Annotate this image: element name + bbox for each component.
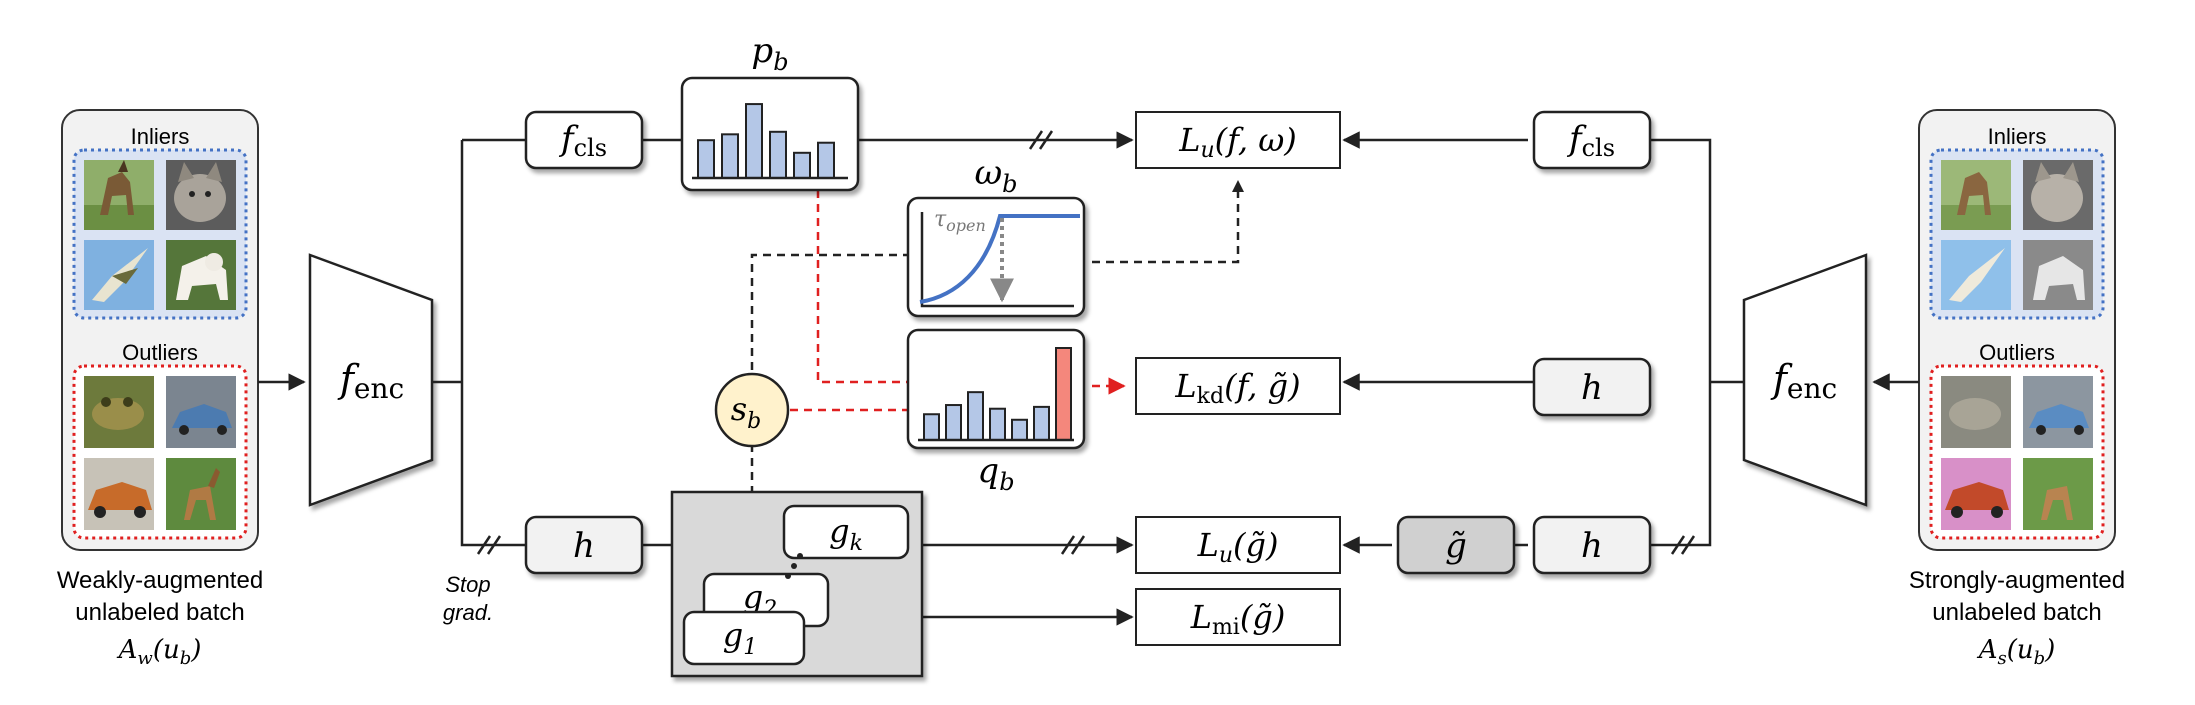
- right-h-box-bottom: h: [1532, 515, 1652, 575]
- right-inliers-label: Inliers: [1988, 124, 2047, 149]
- left-input-panel: Inliers Outliers: [57, 109, 263, 669]
- svg-text:h: h: [1581, 368, 1603, 408]
- loss-lu-g: Lu(g̃): [1135, 516, 1341, 574]
- right-outlier-frog-image: [1941, 376, 2011, 448]
- qb-label: qb: [977, 451, 1014, 496]
- svg-text:Lmi(g̃): Lmi(g̃): [1190, 598, 1286, 640]
- right-outliers-label: Outliers: [1979, 340, 2055, 365]
- svg-text:Lu(f, ω): Lu(f, ω): [1178, 121, 1297, 163]
- right-inlier-cat-image: [2023, 160, 2093, 230]
- left-inlier-bird-image: [84, 240, 154, 310]
- svg-text:Lkd(f, g̃): Lkd(f, g̃): [1174, 367, 1300, 409]
- qb-bar-6: [1033, 405, 1050, 442]
- left-outlier-car-image: [166, 376, 236, 448]
- svg-text:Lu(g̃): Lu(g̃): [1197, 526, 1279, 568]
- stop-grad-label-line1: Stop: [445, 572, 490, 597]
- svg-text:sb: sb: [731, 390, 762, 434]
- left-outlier-frog-image: [84, 376, 154, 448]
- pb-bar-3: [745, 103, 763, 179]
- left-outlier-deer-image: [166, 458, 236, 530]
- right-caption-math: As(ub): [1977, 635, 2056, 669]
- pb-bar-1: [697, 139, 715, 179]
- gk-head: [782, 504, 910, 560]
- qb-bar-3: [967, 391, 984, 442]
- left-h-box: h: [524, 515, 644, 575]
- left-caption-line2: unlabeled batch: [75, 599, 244, 626]
- loss-lkd: Lkd(f, g̃): [1135, 357, 1341, 415]
- tau-open-label: τopen: [934, 207, 986, 235]
- svg-text:g̃: g̃: [1445, 526, 1467, 566]
- left-inliers-label: Inliers: [131, 124, 190, 149]
- right-outlier-deer-image: [2023, 458, 2093, 530]
- dashed-weight-paths: [750, 190, 1240, 492]
- left-caption-math: Aw(ub): [117, 635, 202, 669]
- right-caption-line2: unlabeled batch: [1932, 599, 2101, 626]
- left-encoder: fenc: [308, 253, 434, 507]
- pb-bar-5: [793, 151, 811, 180]
- loss-lmi: Lmi(g̃): [1135, 588, 1341, 646]
- pb-bar-2: [721, 133, 739, 180]
- gtilde-box: g̃: [1396, 515, 1516, 575]
- sb-node: sb: [714, 372, 790, 448]
- right-fcls-box: fcls: [1532, 110, 1652, 170]
- qb-bar-5: [1011, 418, 1028, 442]
- pb-histogram: [680, 76, 860, 192]
- omega-label: ωb: [974, 153, 1017, 198]
- right-outlier-car-image: [2023, 376, 2093, 448]
- dashed-kd-paths: [790, 190, 1126, 412]
- left-inlier-cat-image: [166, 160, 236, 230]
- left-inlier-dog-image: [84, 160, 154, 230]
- left-fcls-box: fcls: [524, 110, 644, 170]
- qb-bar-7: [1055, 347, 1072, 441]
- right-caption-line1: Strongly-augmented: [1909, 567, 2125, 594]
- connections: [258, 131, 1919, 626]
- svg-text:h: h: [1581, 526, 1603, 566]
- stop-gradient-marks: [476, 130, 1696, 555]
- right-outlier-car2-image: [1941, 458, 2011, 530]
- right-inlier-bird-image: [1941, 240, 2011, 310]
- lu-weight-arrowhead: [1232, 180, 1244, 192]
- right-input-panel: Inliers Outliers: [1909, 109, 2125, 669]
- qb-bar-2: [945, 404, 962, 442]
- qb-histogram: [906, 328, 1086, 450]
- left-outliers-label: Outliers: [122, 340, 198, 365]
- svg-text:gk: gk: [829, 512, 863, 556]
- qb-bar-1: [923, 413, 940, 441]
- pb-bar-6: [817, 141, 835, 179]
- svg-text:h: h: [573, 526, 595, 566]
- pb-bar-4: [769, 130, 787, 180]
- pb-label: pb: [751, 31, 788, 76]
- right-inlier-dog2-image: [2023, 240, 2093, 310]
- svg-text:g1: g1: [723, 616, 757, 660]
- right-encoder: fenc: [1742, 253, 1868, 507]
- omega-weight-curve: τopen: [906, 196, 1086, 318]
- stop-grad-label-line2: grad.: [443, 600, 493, 625]
- g-heads-stack: gk g2 g1: [670, 490, 924, 678]
- right-inlier-dog-image: [1941, 160, 2011, 230]
- left-caption-line1: Weakly-augmented: [57, 567, 263, 594]
- qb-bar-4: [989, 407, 1006, 442]
- g1-head: [682, 610, 806, 666]
- right-h-box-middle: h: [1532, 357, 1652, 417]
- left-inlier-dog2-image: [166, 240, 236, 310]
- left-outlier-car2-image: [84, 458, 154, 530]
- loss-lu-f-omega: Lu(f, ω): [1135, 111, 1341, 169]
